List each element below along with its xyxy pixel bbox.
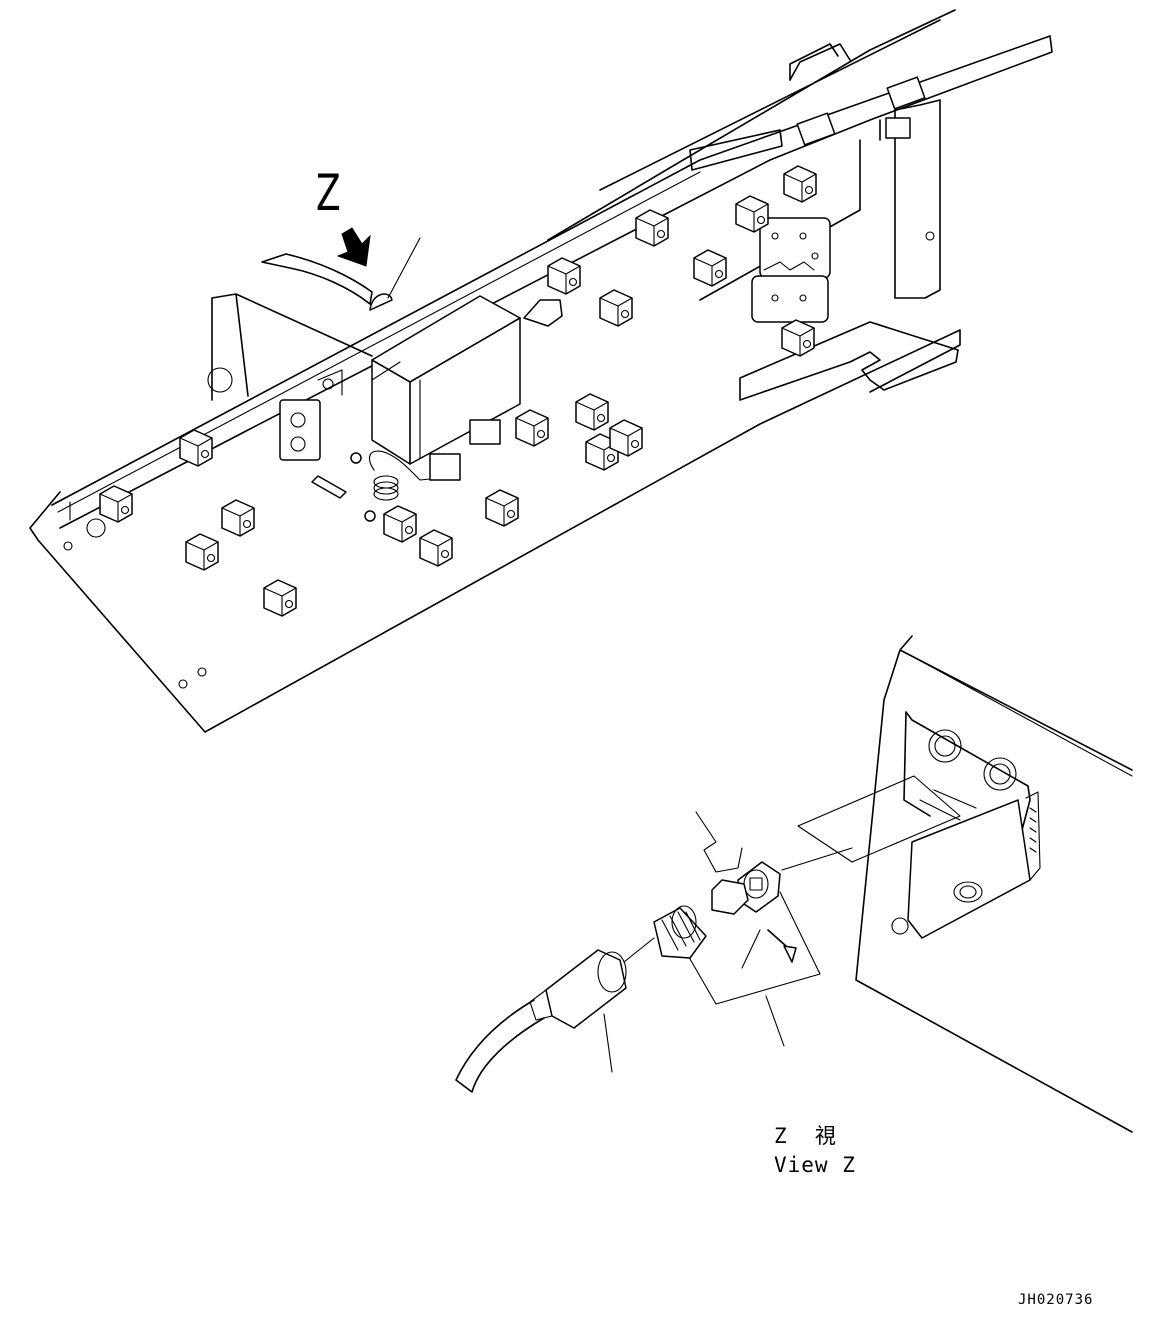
mounting-block bbox=[99, 485, 133, 523]
mounting-block bbox=[515, 409, 549, 447]
mounting-block bbox=[735, 195, 769, 233]
nub bbox=[369, 293, 393, 311]
cable-duct bbox=[261, 253, 373, 305]
base-plate bbox=[29, 329, 961, 733]
panel-inner-edge bbox=[907, 653, 1133, 777]
mounting-block bbox=[635, 209, 669, 247]
plug-body bbox=[529, 937, 655, 1029]
mounting-block bbox=[485, 489, 519, 527]
cable-coil bbox=[368, 450, 441, 501]
connection-plane bbox=[797, 775, 961, 863]
terminal-nut-2 bbox=[364, 510, 376, 522]
terminal-lug bbox=[311, 475, 347, 499]
mounting-block bbox=[781, 319, 815, 357]
top-handle bbox=[789, 43, 839, 81]
mounting-block bbox=[221, 499, 255, 537]
mounting-block bbox=[419, 529, 453, 567]
routing-line bbox=[781, 847, 853, 871]
plate-hole-1 bbox=[63, 541, 73, 551]
rear-bracket bbox=[699, 119, 881, 301]
mounting-block bbox=[599, 289, 633, 327]
plug-nut bbox=[653, 905, 707, 959]
cover-plate bbox=[891, 791, 1041, 939]
left-bracket-plate bbox=[211, 293, 373, 401]
mounting-block bbox=[575, 393, 609, 431]
view-caption-jp: Z 視 bbox=[774, 1124, 837, 1148]
hanger-tab-2 bbox=[886, 76, 926, 110]
side-connector bbox=[279, 369, 343, 461]
mounting-block bbox=[383, 505, 417, 543]
leader-z bbox=[387, 237, 421, 299]
cable bbox=[455, 999, 545, 1093]
post-hole bbox=[925, 231, 935, 241]
main-rail-edge bbox=[57, 171, 701, 521]
rail-end-hole bbox=[86, 518, 106, 538]
leader-lines bbox=[603, 811, 785, 1073]
mounting-blocks bbox=[99, 165, 817, 617]
plate-hole-2 bbox=[178, 679, 188, 689]
mounting-block bbox=[263, 579, 297, 617]
cross-bar bbox=[689, 129, 783, 171]
mounting-block bbox=[547, 257, 581, 295]
terminal-nut bbox=[350, 452, 362, 464]
box-connector bbox=[429, 419, 501, 481]
main-rail bbox=[51, 35, 1053, 529]
view-caption-en: View Z bbox=[774, 1153, 856, 1177]
group-bracket bbox=[685, 891, 821, 1005]
mounting-block bbox=[185, 533, 219, 571]
main-assembly bbox=[29, 9, 1053, 733]
view-z-detail bbox=[455, 635, 1133, 1133]
post-clamp bbox=[885, 117, 911, 139]
drawing-code: JH020736 bbox=[1018, 1292, 1094, 1308]
hanger-tab bbox=[796, 112, 836, 146]
mounting-block bbox=[179, 429, 213, 467]
right-post bbox=[894, 99, 941, 299]
view-arrow bbox=[336, 227, 371, 267]
panel-wall bbox=[855, 635, 1133, 1133]
plate-hole-3 bbox=[197, 667, 207, 677]
mounting-block bbox=[609, 419, 643, 457]
view-letter-label: Z bbox=[316, 164, 341, 222]
panel-window bbox=[903, 711, 1031, 831]
bracket-hole bbox=[207, 367, 233, 393]
flange bbox=[711, 879, 749, 915]
screw-head bbox=[783, 945, 797, 963]
hinge-assembly bbox=[751, 217, 831, 323]
rail-clip bbox=[523, 299, 563, 327]
flat-bracket bbox=[739, 321, 959, 401]
mounting-block bbox=[693, 249, 727, 287]
mounting-block bbox=[783, 165, 817, 203]
top-frame bbox=[547, 9, 956, 241]
